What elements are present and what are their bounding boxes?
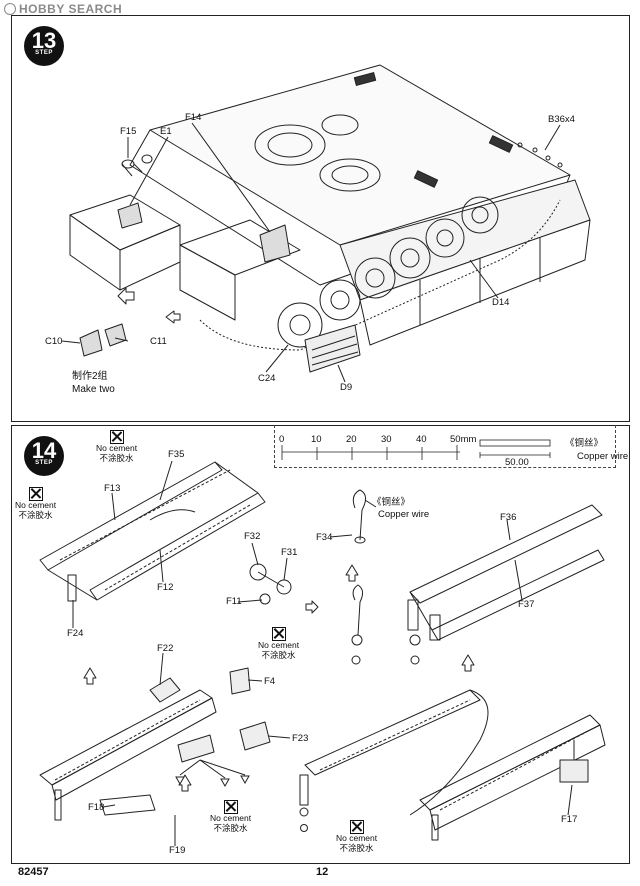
part-label-c10: C10 bbox=[45, 336, 63, 347]
part-label-f34: F34 bbox=[316, 532, 333, 543]
ruler-tick-10: 10 bbox=[311, 434, 322, 445]
no-cement-en: No cement bbox=[336, 833, 378, 843]
part-label-d14: D14 bbox=[492, 297, 510, 308]
ruler-box bbox=[274, 425, 616, 468]
no-cement-note: No cement 不涂胶水 bbox=[210, 800, 251, 834]
part-label-f32: F32 bbox=[244, 531, 261, 542]
part-label-f35: F35 bbox=[168, 449, 185, 460]
copper-wire-hook-drawing bbox=[351, 489, 366, 665]
no-cement-note: No cement 不涂胶水 bbox=[15, 487, 56, 521]
wire-length-label: 50.00 bbox=[505, 457, 529, 468]
step-13-badge: 13 STEP bbox=[24, 26, 64, 66]
part-label-f24: F24 bbox=[67, 628, 84, 639]
ruler-copper-cn: 《铜丝》 bbox=[565, 438, 604, 449]
no-cement-en: No cement bbox=[96, 443, 138, 453]
part-label-e1: E1 bbox=[160, 126, 172, 137]
make-two-en: Make two bbox=[72, 384, 115, 395]
part-label-f4: F4 bbox=[264, 676, 276, 687]
crane-boom-f36-f37 bbox=[407, 504, 605, 665]
hook-copper-en: Copper wire bbox=[378, 509, 430, 520]
step-word: STEP bbox=[35, 50, 53, 56]
part-label-f18: F18 bbox=[88, 802, 105, 813]
no-cement-cn: 不涂胶水 bbox=[339, 842, 374, 853]
part-label-f22: F22 bbox=[157, 643, 174, 654]
no-cement-icon bbox=[223, 800, 238, 814]
no-cement-note: No cement 不涂胶水 bbox=[258, 627, 299, 661]
part-label-f14: F14 bbox=[185, 112, 202, 123]
part-label-c24: C24 bbox=[258, 373, 276, 384]
no-cement-cn: 不涂胶水 bbox=[261, 649, 296, 660]
no-cement-note: No cement 不涂胶水 bbox=[96, 430, 137, 464]
ruler-tick-30: 30 bbox=[381, 434, 392, 445]
kit-code: 82457 bbox=[18, 866, 49, 878]
ruler-tick-50mm: 50mm bbox=[450, 434, 477, 445]
part-label-f23: F23 bbox=[292, 733, 309, 744]
part-label-f15: F15 bbox=[120, 126, 137, 137]
no-cement-cn: 不涂胶水 bbox=[213, 822, 248, 833]
part-label-d9: D9 bbox=[340, 382, 353, 393]
make-two-cn: 制作2组 bbox=[72, 371, 108, 382]
step-14-badge: 14 STEP bbox=[24, 436, 64, 476]
no-cement-en: No cement bbox=[258, 640, 300, 650]
part-label-f12: F12 bbox=[157, 582, 174, 593]
no-cement-cn: 不涂胶水 bbox=[99, 452, 134, 463]
f31-f32-parts bbox=[249, 563, 292, 605]
part-label-f37: F37 bbox=[518, 599, 535, 610]
ruler-tick-40: 40 bbox=[416, 434, 427, 445]
page-number: 12 bbox=[316, 866, 329, 878]
no-cement-note: No cement 不涂胶水 bbox=[336, 820, 377, 854]
step-14-panel: 14 STEP bbox=[11, 425, 630, 864]
part-label-f13: F13 bbox=[104, 483, 121, 494]
frame-assembly-drawing bbox=[39, 461, 266, 602]
ruler-tick-0: 0 bbox=[279, 434, 285, 445]
step-number: 13 bbox=[31, 28, 57, 53]
no-cement-icon bbox=[28, 487, 43, 501]
watermark-text: HOBBY SEARCH bbox=[19, 2, 123, 16]
part-label-c11: C11 bbox=[150, 336, 167, 347]
part-label-b36x4: B36x4 bbox=[548, 114, 575, 125]
part-label-f36: F36 bbox=[500, 512, 517, 523]
step-number: 14 bbox=[31, 438, 57, 463]
no-cement-icon bbox=[109, 430, 124, 444]
base-frame-f22-f4-f23 bbox=[39, 667, 271, 821]
ruler-drawing bbox=[281, 439, 551, 460]
ruler-tick-20: 20 bbox=[346, 434, 357, 445]
no-cement-icon bbox=[349, 820, 364, 834]
watermark: HOBBY SEARCH bbox=[4, 2, 122, 16]
no-cement-en: No cement bbox=[15, 500, 57, 510]
no-cement-cn: 不涂胶水 bbox=[18, 509, 53, 520]
part-label-f19: F19 bbox=[169, 845, 186, 856]
hook-copper-cn: 《铜丝》 bbox=[372, 497, 411, 508]
ruler-copper-en: Copper wire bbox=[577, 451, 629, 462]
final-crane-assembly bbox=[299, 689, 606, 841]
hobby-search-logo-icon bbox=[4, 3, 16, 15]
part-label-f11: F11 bbox=[226, 596, 242, 607]
no-cement-en: No cement bbox=[210, 813, 252, 823]
step-word: STEP bbox=[35, 460, 53, 466]
tank-hull-drawing bbox=[61, 64, 591, 383]
part-label-f31: F31 bbox=[281, 547, 298, 558]
part-label-f17: F17 bbox=[561, 814, 578, 825]
no-cement-icon bbox=[271, 627, 286, 641]
